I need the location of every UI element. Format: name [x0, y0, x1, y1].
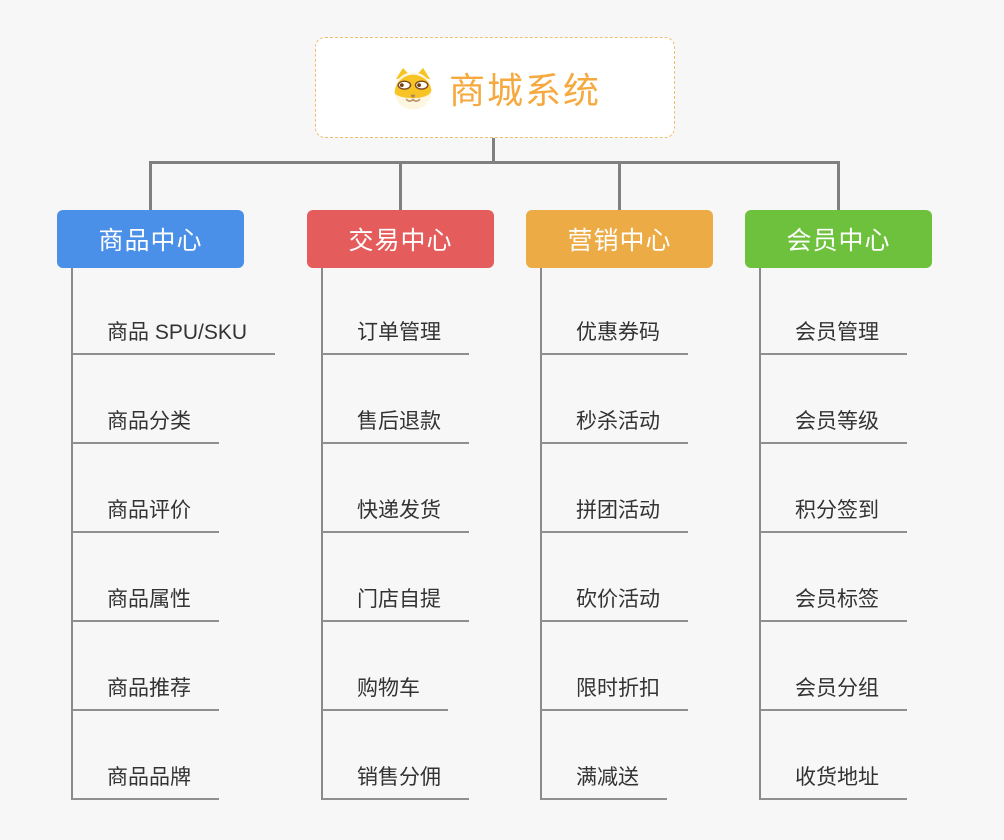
branch-spine: [321, 268, 323, 800]
topic-node[interactable]: 商品品牌: [72, 763, 219, 800]
connector-root-drop: [492, 138, 495, 163]
topic-node[interactable]: 优惠券码: [541, 318, 688, 355]
topic-node[interactable]: 售后退款: [322, 407, 469, 444]
connector-drop-branch-3: [618, 161, 621, 210]
topic-node[interactable]: 订单管理: [322, 318, 469, 355]
topic-node[interactable]: 商品 SPU/SKU: [72, 318, 276, 355]
topic-node[interactable]: 会员标签: [760, 585, 907, 622]
topic-node[interactable]: 限时折扣: [541, 674, 688, 711]
topic-node[interactable]: 商品推荐: [72, 674, 219, 711]
branch-node-trade-center[interactable]: 交易中心: [307, 210, 494, 268]
branch-label: 商品中心: [98, 227, 203, 255]
connector-drop-branch-1: [149, 161, 152, 210]
topic-node[interactable]: 秒杀活动: [541, 407, 688, 444]
branch-spine: [540, 268, 542, 800]
branch-label: 营销中心: [567, 227, 672, 255]
branch-spine: [759, 268, 761, 800]
root-label: 商城系统: [448, 69, 601, 111]
branch-node-member-center[interactable]: 会员中心: [745, 210, 932, 268]
branch-node-marketing-center[interactable]: 营销中心: [526, 210, 713, 268]
connector-drop-branch-2: [399, 161, 402, 210]
branch-label: 交易中心: [348, 227, 453, 255]
topic-node[interactable]: 快递发货: [322, 496, 469, 533]
topic-node[interactable]: 商品属性: [72, 585, 219, 622]
topic-node[interactable]: 购物车: [322, 674, 448, 711]
branch-label: 会员中心: [786, 227, 891, 255]
root-node[interactable]: 商城系统: [315, 37, 675, 138]
topic-node[interactable]: 满减送: [541, 763, 667, 800]
topic-node[interactable]: 商品评价: [72, 496, 219, 533]
topic-node[interactable]: 销售分佣: [322, 763, 469, 800]
topic-node[interactable]: 商品分类: [72, 407, 219, 444]
topic-node[interactable]: 拼团活动: [541, 496, 688, 533]
connector-drop-branch-4: [837, 161, 840, 210]
topic-node[interactable]: 积分签到: [760, 496, 907, 533]
topic-node[interactable]: 砍价活动: [541, 585, 688, 622]
branch-node-product-center[interactable]: 商品中心: [57, 210, 244, 268]
topic-node[interactable]: 门店自提: [322, 585, 469, 622]
connector-horizontal: [149, 161, 839, 164]
topic-node[interactable]: 收货地址: [760, 763, 907, 800]
topic-node[interactable]: 会员等级: [760, 407, 907, 444]
doge-face-icon: [394, 67, 432, 110]
branch-spine: [71, 268, 73, 800]
topic-node[interactable]: 会员分组: [760, 674, 907, 711]
topic-node[interactable]: 会员管理: [760, 318, 907, 355]
